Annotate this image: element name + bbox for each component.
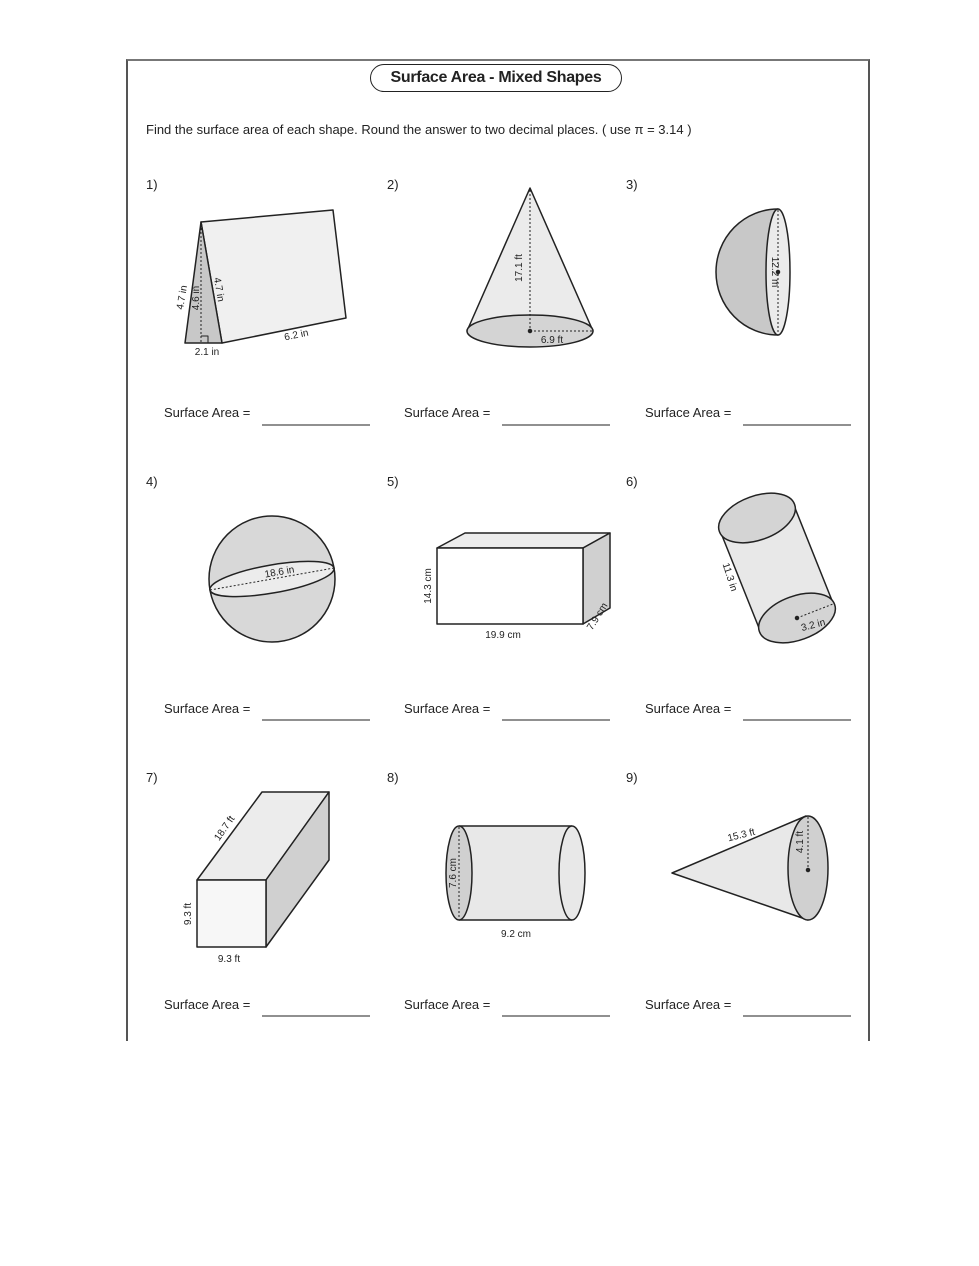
problem-numbers: 1) 2) 3) 4) 5) 6) 7) 8) 9)	[146, 177, 638, 785]
problem-number: 9)	[626, 770, 638, 785]
triangular-prism-figure	[184, 209, 347, 344]
problem-number: 2)	[387, 177, 399, 192]
rectangular-prism-figure	[436, 532, 611, 625]
answer-rows: Surface Area = Surface Area = Surface Ar…	[164, 405, 851, 1017]
hemisphere-figure	[715, 208, 791, 336]
answer-label: Surface Area =	[404, 701, 490, 716]
cylinder-figure	[445, 825, 586, 921]
dimension-label: 2.1 in	[195, 347, 219, 358]
problem-number: 1)	[146, 177, 158, 192]
dimension-label: 17.1 ft	[514, 254, 525, 282]
answer-label: Surface Area =	[645, 405, 731, 420]
dimension-label: 14.3 cm	[423, 568, 434, 604]
dimension-label: 9.3 ft	[183, 903, 194, 925]
cylinder-figure	[717, 492, 837, 644]
rectangular-prism-figure	[196, 791, 330, 948]
answer-label: Surface Area =	[164, 701, 250, 716]
dimension-label: 4.6 in	[191, 286, 202, 310]
worksheet-title: Surface Area - Mixed Shapes	[370, 64, 622, 92]
dimension-label: 7.6 cm	[448, 858, 459, 888]
answer-label: Surface Area =	[645, 701, 731, 716]
answer-label: Surface Area =	[164, 997, 250, 1012]
problem-number: 8)	[387, 770, 399, 785]
dimension-label: 9.3 ft	[218, 954, 240, 965]
cone-figure	[466, 187, 594, 348]
dimension-label: 9.2 cm	[501, 929, 531, 940]
problem-number: 7)	[146, 770, 158, 785]
cone-figure	[671, 815, 829, 921]
dimension-label: 18.6 in	[264, 565, 295, 581]
answer-label: Surface Area =	[164, 405, 250, 420]
dimension-label: 6.2 in	[283, 328, 309, 344]
answer-label: Surface Area =	[645, 997, 731, 1012]
dimension-label: 4.7 in	[211, 277, 226, 303]
dimension-label: 4.7 in	[175, 285, 190, 311]
answer-label: Surface Area =	[404, 405, 490, 420]
problem-number: 5)	[387, 474, 399, 489]
problem-number: 3)	[626, 177, 638, 192]
dimension-label: 12.2 m	[769, 257, 780, 288]
sphere-figure	[208, 515, 336, 643]
instructions: Find the surface area of each shape. Rou…	[146, 122, 692, 137]
worksheet-frame	[126, 59, 870, 1041]
dimension-label: 19.9 cm	[485, 630, 521, 641]
dimension-label: 6.9 ft	[541, 335, 563, 346]
answer-label: Surface Area =	[404, 997, 490, 1012]
problem-number: 6)	[626, 474, 638, 489]
dimension-label: 4.1 ft	[795, 831, 806, 853]
problem-number: 4)	[146, 474, 158, 489]
